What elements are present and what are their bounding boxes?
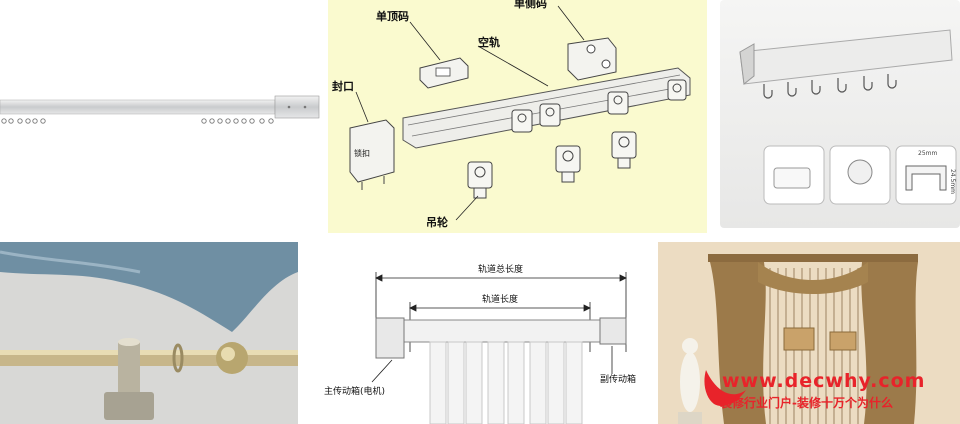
exploded-parts-drawing [349,5,691,221]
total-length-label: 轨道总长度 [478,265,524,275]
exploded-track-diagram: 单顶码 单侧码 空轨 封口 锁扣 吊轮 [328,0,707,233]
main-drive-box-label: 主传动箱(电机) [324,387,386,397]
watermark-url: www.decwhy.com [722,370,926,392]
aux-drive-box-label: 副传动箱 [600,375,637,385]
profile-height-dimension: 24.5mm [949,168,957,195]
end-cap-label: 封口 [332,80,354,93]
watermark-slogan: 装修行业门户-装修十万个为什么 [720,396,893,410]
curtain-room-photo: www.decwhy.com 装修行业门户-装修十万个为什么 [658,242,960,424]
glider-label: 吊轮 [426,216,448,229]
top-clip-label: 单顶码 [376,10,409,23]
track-product-drawing [739,29,957,205]
track-with-gliders-illustration [0,95,320,124]
aluminium-track-photo [0,0,325,235]
profile-width-dimension: 25mm [918,150,938,157]
track-dimension-drawing [371,272,627,424]
curtain-rod-photo [0,242,298,424]
motorized-track-diagram: 轨道总长度 轨道长度 主传动箱(电机) 副传动箱 [312,242,648,424]
track-label: 空轨 [478,36,500,49]
track-length-label: 轨道长度 [482,295,519,305]
curtain-scene-drawing [658,242,960,424]
watermark-logo-icon [704,370,746,407]
end-cap-mark-label: 锁扣 [354,149,370,158]
side-clip-label: 单侧码 [514,0,547,10]
track-product-photo: 25mm 24.5mm [720,0,960,228]
rod-and-bracket-drawing [0,242,298,420]
